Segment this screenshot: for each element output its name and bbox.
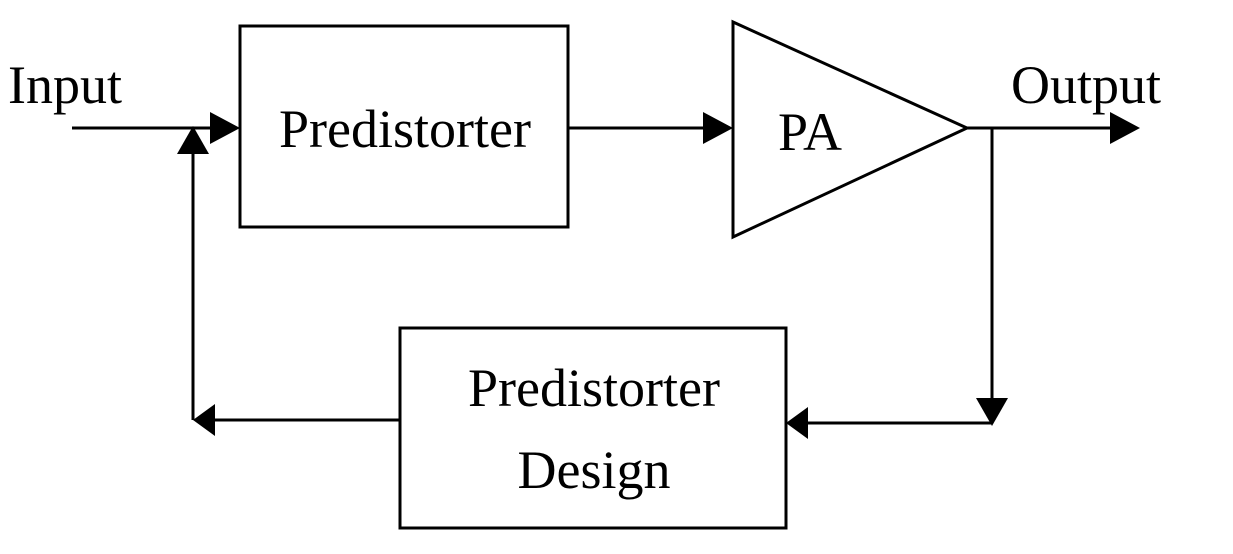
connection-feedback-to-design (786, 407, 992, 439)
arrowhead-down-feedback (976, 398, 1008, 426)
block-predistorter[interactable] (238, 24, 570, 229)
label-design-line-2: Design (518, 440, 671, 500)
connection-output-tap-down (976, 128, 1008, 426)
connection-input-to-predistorter (72, 112, 240, 144)
arrowhead-right-into-predistorter (210, 112, 240, 144)
connection-design-to-input-bus (193, 404, 400, 436)
arrowhead-left-to-input-bus (193, 404, 215, 436)
label-design-line-1: Predistorter (468, 358, 720, 418)
label-output: Output (1011, 55, 1161, 115)
arrowhead-right-output (1110, 112, 1140, 144)
label-input: Input (8, 55, 122, 115)
label-pa-block: PA (778, 102, 842, 162)
arrowhead-right-into-pa (703, 112, 733, 144)
label-predistorter-block: Predistorter (279, 99, 531, 159)
block-pa-amplifier[interactable] (731, 19, 971, 240)
arrowhead-left-into-design (786, 407, 808, 439)
arrowhead-up-into-input (177, 126, 209, 154)
connection-predistorter-to-pa (568, 112, 733, 144)
connection-input-bus-up (177, 126, 209, 420)
block-predistorter-design[interactable] (398, 326, 788, 530)
connection-pa-to-output (967, 112, 1140, 144)
